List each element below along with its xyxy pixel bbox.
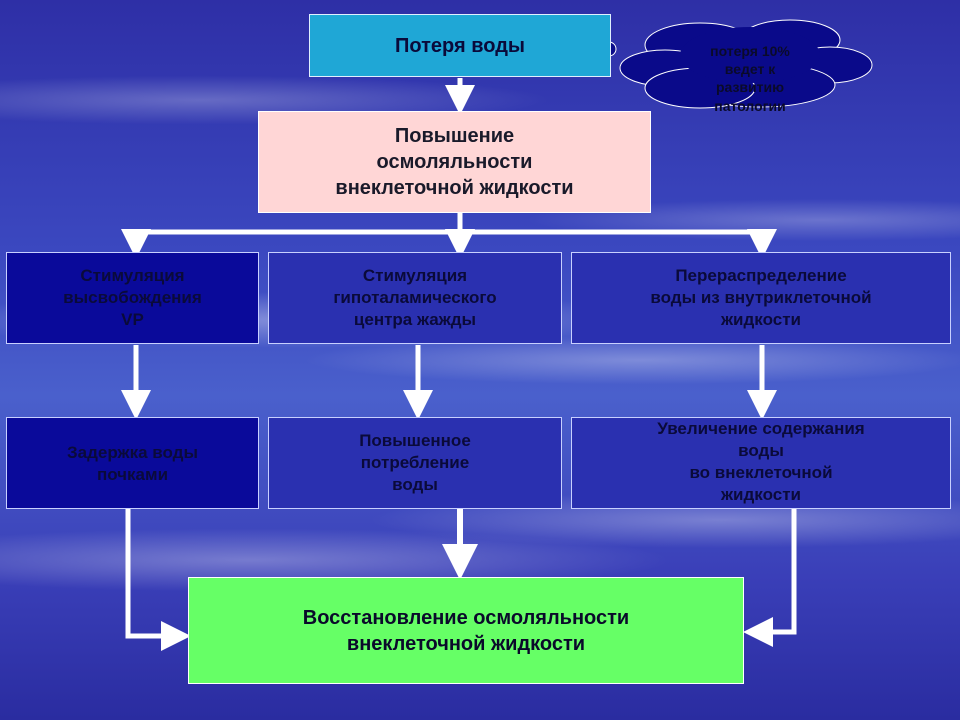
water-intake-label: Повышенное потребление воды (359, 431, 471, 495)
arrow-result3-final (743, 509, 797, 647)
extracellular-increase-box: Увеличение содержания воды во внеклеточн… (571, 417, 951, 509)
thirst-center-label: Стимуляция гипоталамического центра жажд… (333, 266, 497, 330)
arrow-result1-final (125, 509, 191, 651)
osmolality-restore-box: Восстановление осмоляльности внеклеточно… (188, 577, 744, 684)
osmolality-increase-box: Повышение осмоляльности внеклеточной жид… (258, 111, 651, 213)
vp-release-label: Стимуляция высвобождения VP (63, 266, 202, 330)
redistribution-box: Перераспределение воды из внутриклеточно… (571, 252, 951, 344)
water-loss-label: Потеря воды (395, 34, 525, 57)
cloud-label: потеря 10% ведет к развитию патологии (710, 43, 790, 114)
vp-release-box: Стимуляция высвобождения VP (6, 252, 259, 344)
osmolality-restore-label: Восстановление осмоляльности внеклеточно… (302, 606, 630, 655)
extracellular-increase-label: Увеличение содержания воды во внеклеточн… (657, 419, 865, 505)
kidney-retention-label: Задержка воды почками (67, 443, 198, 485)
redistribution-label: Перераспределение воды из внутриклеточно… (650, 266, 872, 330)
thirst-center-box: Стимуляция гипоталамического центра жажд… (268, 252, 562, 344)
osmolality-increase-label: Повышение осмоляльности внеклеточной жид… (335, 125, 574, 199)
water-loss-box: Потеря воды (309, 14, 611, 77)
kidney-retention-box: Задержка воды почками (6, 417, 259, 509)
water-intake-box: Повышенное потребление воды (268, 417, 562, 509)
